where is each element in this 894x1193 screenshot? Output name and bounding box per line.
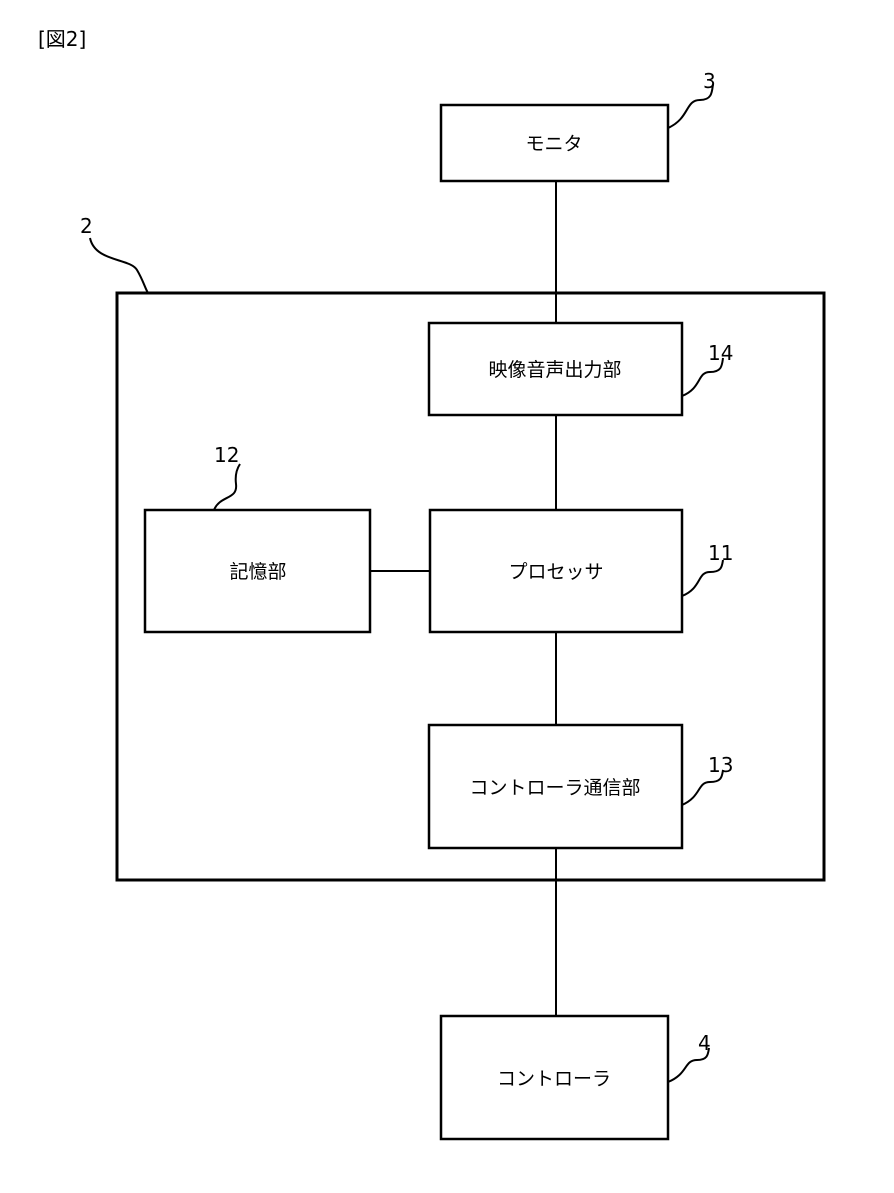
leader-processor (681, 559, 724, 597)
leader-storage (213, 463, 241, 511)
processor-label: プロセッサ (508, 561, 603, 583)
av-output-box (427, 321, 684, 417)
controller-comm-ref: 13 (708, 753, 733, 777)
monitor-ref: 3 (703, 69, 716, 93)
leader-monitor (667, 83, 714, 129)
leader-device (89, 237, 149, 294)
av-output-ref: 14 (708, 341, 733, 365)
monitor-box (439, 103, 670, 183)
leader-controller (667, 1047, 710, 1083)
storage-label: 記憶部 (229, 561, 286, 583)
controller-comm-box (427, 723, 684, 850)
controller-box (439, 1014, 670, 1141)
figure-label: [図2] (38, 27, 86, 51)
leader-controller-comm (681, 769, 724, 806)
device-ref: 2 (80, 214, 93, 238)
controller-label: コントローラ (497, 1068, 611, 1090)
av-output-label: 映像音声出力部 (488, 359, 621, 381)
storage-box (143, 508, 372, 634)
monitor-label: モニタ (525, 133, 582, 155)
device-frame (115, 291, 826, 882)
storage-ref: 12 (214, 443, 239, 467)
processor-ref: 11 (708, 541, 733, 565)
processor-box (428, 508, 684, 634)
leader-av-output (681, 357, 724, 397)
controller-comm-label: コントローラ通信部 (469, 777, 640, 799)
controller-ref: 4 (698, 1031, 711, 1055)
